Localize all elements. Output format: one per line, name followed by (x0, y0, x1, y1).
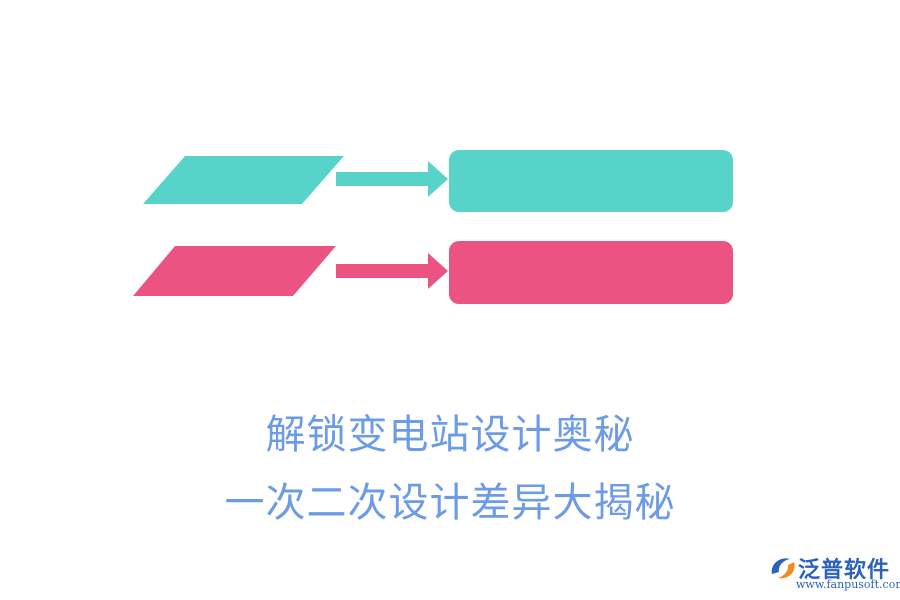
logo-name: 泛普软件 (798, 558, 891, 583)
pink-arrow (336, 253, 448, 289)
pink-rounded-box (449, 241, 733, 304)
logo-url: www.fanpusoft.com (796, 578, 900, 591)
logo-swirl-blue (771, 558, 790, 574)
pink-arrow-shaft (336, 264, 430, 278)
teal-rounded-box (449, 150, 733, 212)
pink-parallelogram-shape (133, 246, 336, 296)
teal-arrow-head (428, 161, 448, 197)
pink-arrow-head (428, 253, 448, 289)
teal-parallelogram-shape (143, 156, 344, 204)
title-line-1: 解锁变电站设计奥秘 (265, 412, 635, 458)
teal-arrow (336, 161, 448, 197)
fanpu-logo-icon (771, 558, 795, 579)
teal-arrow-shaft (336, 172, 430, 186)
teal-parallelogram (143, 156, 344, 204)
fanpu-logo: 泛普软件 www.fanpusoft.com (768, 550, 900, 592)
pink-parallelogram (133, 246, 336, 296)
title-line-2: 一次二次设计差异大揭秘 (224, 480, 676, 526)
logo-swirl-orange (778, 562, 795, 579)
